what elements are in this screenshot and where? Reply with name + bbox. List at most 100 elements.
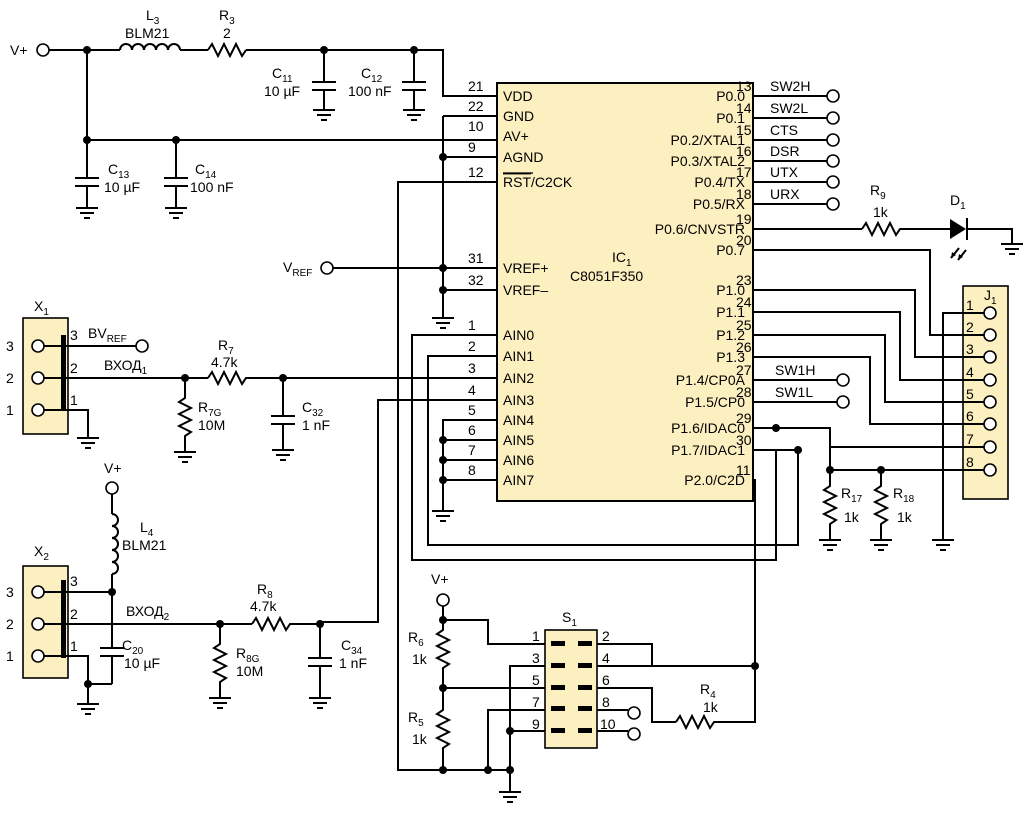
ic-pin-name-right: P1.5/CP0 [685, 394, 745, 410]
ic-pin-name-left: AIN2 [503, 370, 534, 386]
net-label: SW1L [775, 384, 813, 400]
c11-ref: C11 [272, 65, 293, 85]
ic-pin-name-right: P0.5/RX [693, 196, 746, 212]
j1-pin[interactable] [983, 463, 997, 477]
ic-pin-name-right: P1.3 [716, 349, 745, 365]
svg-text:2: 2 [602, 628, 610, 644]
c11-value: 10 µF [264, 83, 300, 99]
c34-ref: C34 [341, 637, 363, 657]
ic-pin-name-left: AIN4 [503, 412, 534, 428]
svg-text:3: 3 [6, 338, 14, 354]
l4-ref: L4 [140, 519, 154, 539]
ic-pin-number-left: 5 [468, 402, 476, 418]
x1-pin-2[interactable] [31, 371, 45, 385]
net-label: SW2L [770, 100, 808, 116]
net-terminal[interactable] [826, 154, 840, 168]
r7-ref: R7 [218, 337, 234, 357]
ic-pin-name-left: VDD [503, 88, 533, 104]
c13-value: 10 µF [104, 179, 140, 195]
bvref-terminal[interactable] [135, 339, 149, 353]
ic-pin-number-right: 26 [736, 339, 752, 355]
ic-pin-number-left: 3 [468, 360, 476, 376]
ic-pin-number-right: 19 [736, 211, 752, 227]
x1-pin-1[interactable] [31, 403, 45, 417]
vplus-terminal-2[interactable] [105, 481, 119, 495]
l3-coil [119, 43, 181, 51]
svg-text:1: 1 [6, 402, 14, 418]
ic-pin-name-right: P1.1 [716, 304, 745, 320]
c14-ref: C14 [195, 161, 217, 181]
ic-pin-name-right: P1.2 [716, 327, 745, 343]
l4-value: BLM21 [122, 537, 167, 553]
net-terminal[interactable] [826, 197, 840, 211]
ic-pin-name-right: P1.7/IDAC1 [671, 442, 745, 458]
ic-pin-name-right: P0.4/TX [694, 174, 745, 190]
svg-text:1: 1 [70, 638, 78, 654]
ic-pin-number-left: 6 [468, 422, 476, 438]
net-terminal[interactable] [826, 111, 840, 125]
j1-pin[interactable] [983, 395, 997, 409]
net-terminal[interactable] [836, 395, 850, 409]
net-terminal[interactable] [836, 373, 850, 387]
x2-body [22, 565, 69, 679]
ic-pin-name-left: AIN6 [503, 452, 534, 468]
net-label: SW2H [770, 78, 810, 94]
svg-text:7: 7 [532, 694, 540, 710]
ic-pin-number-left: 31 [468, 250, 484, 266]
svg-text:5: 5 [532, 672, 540, 688]
ic-pin-number-right: 20 [736, 232, 752, 248]
ic-pin-name-right: P2.0/C2D [684, 472, 745, 488]
j1-pin[interactable] [983, 306, 997, 320]
net-terminal[interactable] [826, 89, 840, 103]
vplus-label-2: V+ [104, 460, 122, 476]
svg-text:3: 3 [532, 650, 540, 666]
svg-text:3: 3 [70, 327, 78, 343]
ic-ref: IC1 [612, 249, 632, 269]
r5-value: 1k [412, 731, 428, 747]
x1-body [22, 317, 69, 435]
r6-value: 1k [412, 651, 428, 667]
svg-text:8: 8 [602, 694, 610, 710]
j1-pin[interactable] [983, 440, 997, 454]
vplus-terminal-3[interactable] [436, 593, 450, 607]
r17-value: 1k [844, 509, 860, 525]
ic-pin-number-right: 17 [736, 164, 752, 180]
r8g-ref: R8G [236, 645, 260, 665]
j1-pin[interactable] [983, 417, 997, 431]
r7-value: 4.7k [211, 354, 238, 370]
s1-pin-8-terminal[interactable] [627, 706, 641, 720]
svg-text:3: 3 [6, 584, 14, 600]
net-label: SW1H [775, 362, 815, 378]
net-label: URX [770, 186, 800, 202]
j1-pin[interactable] [983, 350, 997, 364]
vplus-terminal[interactable] [36, 43, 50, 57]
x2-pin-3[interactable] [31, 585, 45, 599]
r4-ref: R4 [700, 681, 716, 701]
x2-pin-1[interactable] [31, 649, 45, 663]
s1-ref: S1 [562, 609, 577, 629]
ic-pin-name-right: P0.2/XTAL1 [671, 132, 746, 148]
net-terminal[interactable] [826, 175, 840, 189]
ic-pin-number-right: 15 [736, 122, 752, 138]
r3-body [207, 41, 247, 59]
net-terminal[interactable] [826, 133, 840, 147]
svg-text:1: 1 [70, 392, 78, 408]
r18-ref: R18 [893, 485, 915, 505]
s1-pin-10-terminal[interactable] [627, 727, 641, 741]
x2-pin-2[interactable] [31, 617, 45, 631]
x1-pin-3[interactable] [31, 339, 45, 353]
j1-pin[interactable] [983, 328, 997, 342]
bvref-label: BVREF [88, 325, 127, 345]
j1-pin[interactable] [983, 373, 997, 387]
r8-ref: R8 [257, 581, 273, 601]
svg-text:1: 1 [6, 648, 14, 664]
ic-pin-name-right: P0.7 [716, 242, 745, 258]
ic-pin-name-left: GND [503, 108, 534, 124]
ic-pin-number-right: 18 [736, 186, 752, 202]
vref-terminal[interactable] [320, 261, 334, 275]
ic-pin-name-right: P1.0 [716, 282, 745, 298]
l3-ref: L3 [146, 7, 160, 27]
r4-value: 1k [703, 699, 719, 715]
r7g-ref: R7G [198, 399, 222, 419]
